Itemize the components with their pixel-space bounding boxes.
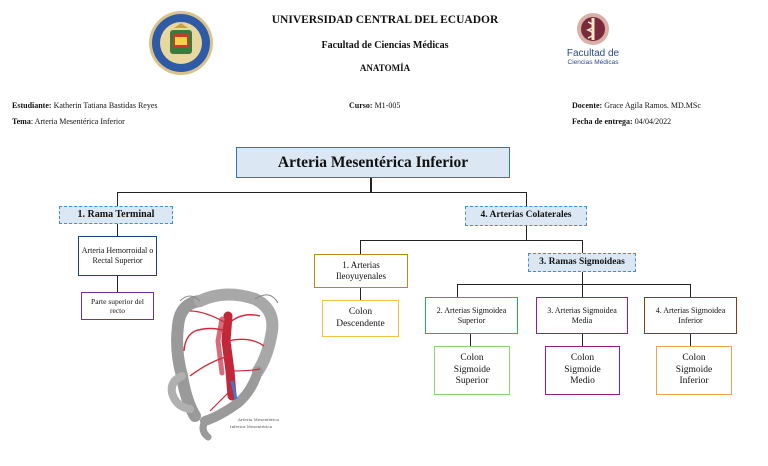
sigmoidea-inferior-label: 4. Arterias Sigmoidea Inferior [655, 305, 726, 325]
connector [582, 272, 584, 284]
colon-artery-illustration: Arteria Mesentérica Inferior Mesentérica [160, 281, 290, 441]
connector [457, 284, 690, 286]
illustration-caption-2: Inferior Mesentérica [230, 424, 273, 429]
topic-label: Tema [12, 117, 31, 126]
colon-sigmoide-superior-node: Colon Sigmoide Superior [434, 346, 510, 395]
connector [117, 276, 119, 292]
student-row: Estudiante: Katherin Tatiana Bastidas Re… [12, 101, 158, 110]
sigmoidea-inferior-node: 4. Arterias Sigmoidea Inferior [644, 297, 737, 334]
connector [117, 192, 119, 206]
arterias-colaterales-node: 4. Arterias Colaterales [465, 206, 587, 226]
teacher-value: Grace Agila Ramos. MD.MSc [604, 101, 701, 110]
ileoyuyenales-node: 1. Arterias Ileoyuyenales [314, 254, 408, 288]
course-row: Curso: M1-005 [349, 101, 400, 110]
teacher-row: Docente: Grace Agila Ramos. MD.MSc [572, 101, 701, 110]
topic-row: Tema: Arteria Mesentérica Inferior [12, 117, 125, 126]
date-label: Fecha de entrega: [572, 117, 633, 126]
connector [117, 224, 119, 236]
student-label: Estudiante: [12, 101, 52, 110]
colon-sigmoide-inferior-node: Colon Sigmoide Inferior [656, 346, 732, 395]
date-row: Fecha de entrega: 04/04/2022 [572, 117, 671, 126]
course-label: Curso: [349, 101, 373, 110]
connector [582, 284, 584, 297]
root-label: Arteria Mesentérica Inferior [277, 153, 469, 171]
sigmoidea-superior-node: 2. Arterias Sigmoidea Superior [425, 297, 518, 334]
colon-sigmoide-inferior-label: Colon Sigmoide Inferior [675, 352, 713, 387]
hemorroidal-label: Arteria Hemorroidal o Rectal Superior [81, 246, 154, 265]
colon-descendente-label: Colon Descendente [336, 306, 385, 329]
ramas-sigmoideas-label: 3. Ramas Sigmoideas [539, 256, 625, 267]
colon-sigmoide-medio-label: Colon Sigmoide Medio [564, 352, 601, 387]
faculty-logo: Facultad de Ciencias Médicas [560, 12, 626, 72]
course-value: M1-005 [374, 101, 401, 110]
sigmoidea-media-label: 3. Arterias Sigmoidea Media [547, 305, 617, 325]
connector [582, 334, 584, 346]
student-value: Katherin Tatiana Bastidas Reyes [53, 101, 158, 110]
colon-sigmoide-medio-node: Colon Sigmoide Medio [545, 346, 620, 395]
sigmoidea-superior-label: 2. Arterias Sigmoidea Superior [436, 305, 507, 325]
colon-sigmoide-superior-label: Colon Sigmoide Superior [453, 352, 491, 387]
connector [360, 240, 583, 242]
hemorroidal-node: Arteria Hemorroidal o Rectal Superior [78, 236, 157, 276]
connector [526, 226, 528, 240]
connector [117, 192, 527, 194]
connector [360, 288, 362, 300]
recto-node: Parte superior del recto [81, 292, 154, 320]
rama-terminal-node: 1. Rama Terminal [59, 206, 173, 224]
faculty-logo-text2: Ciencias Médicas [567, 59, 619, 66]
date-value: 04/04/2022 [634, 117, 672, 126]
connector [370, 178, 372, 193]
faculty-name: Facultad de Ciencias Médicas [321, 40, 449, 51]
connector [690, 284, 692, 297]
connector [470, 334, 472, 346]
university-seal-logo [148, 10, 214, 76]
connector [526, 192, 528, 206]
rama-terminal-label: 1. Rama Terminal [77, 208, 155, 220]
faculty-logo-text1: Facultad de [566, 48, 620, 59]
ileoyuyenales-label: 1. Arterias Ileoyuyenales [336, 259, 386, 281]
recto-label: Parte superior del recto [91, 296, 144, 315]
root-node: Arteria Mesentérica Inferior [236, 147, 510, 178]
connector [360, 240, 362, 254]
connector [690, 334, 692, 346]
connector [457, 284, 459, 297]
arterias-colaterales-label: 4. Arterias Colaterales [480, 210, 572, 221]
colon-descendente-node: Colon Descendente [322, 300, 399, 337]
ramas-sigmoideas-node: 3. Ramas Sigmoideas [528, 253, 636, 272]
university-name: UNIVERSIDAD CENTRAL DEL ECUADOR [271, 14, 499, 26]
sigmoidea-media-node: 3. Arterias Sigmoidea Media [536, 297, 628, 334]
topic-value: : Arteria Mesentérica Inferior [30, 117, 125, 126]
connector [582, 240, 584, 253]
illustration-caption-1: Arteria Mesentérica [237, 417, 279, 422]
subject-name: ANATOMÍA [359, 63, 411, 73]
teacher-label: Docente: [572, 101, 603, 110]
